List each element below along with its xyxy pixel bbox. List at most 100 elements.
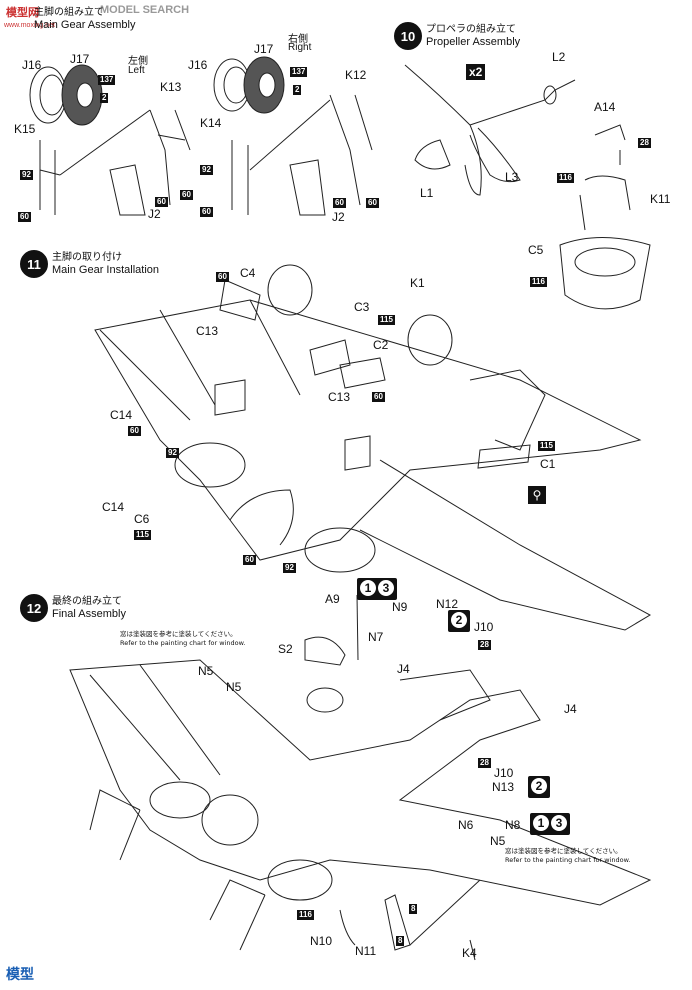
step10-header: 10 プロペラの組み立て Propeller Assembly xyxy=(394,22,520,50)
part-k4: K4 xyxy=(462,946,477,960)
part-j17-right: J17 xyxy=(254,42,274,56)
callout-1-b: 1 xyxy=(533,815,549,831)
color-60-nose: 60 xyxy=(243,555,256,565)
callout-2-right: 2 xyxy=(293,85,302,95)
part-k14: K14 xyxy=(200,116,222,130)
color-28-j10-bottom: 28 xyxy=(478,758,491,768)
color-28-a14: 28 xyxy=(638,138,651,148)
step9-title-jp: 主脚の組み立て xyxy=(34,7,104,18)
part-n6: N6 xyxy=(458,818,474,832)
callout-2-left: 2 xyxy=(100,93,109,103)
part-j4-b: J4 xyxy=(564,702,577,716)
part-c2: C2 xyxy=(373,338,389,352)
color-92-engine: 92 xyxy=(283,563,296,573)
color-28-j10-top: 28 xyxy=(478,640,491,650)
part-l1: L1 xyxy=(420,186,434,200)
part-j2-right: J2 xyxy=(332,210,345,224)
color-115-c1: 115 xyxy=(538,441,555,451)
watermark-corner: 模型 xyxy=(6,966,34,982)
part-c5: C5 xyxy=(528,243,544,257)
step12-header: 12 最終の組み立て Final Assembly xyxy=(20,594,126,622)
color-60-left-a: 60 xyxy=(18,212,31,222)
callout-3: 3 xyxy=(378,580,394,596)
part-j16-left: J16 xyxy=(22,58,42,72)
part-n10: N10 xyxy=(310,934,333,948)
callout-1-3-bottom: 1 3 xyxy=(530,813,570,835)
color-137-right: 137 xyxy=(290,67,308,77)
color-60-right-b: 60 xyxy=(366,198,379,208)
step11-title-en: Main Gear Installation xyxy=(52,264,159,276)
color-116-c5: 116 xyxy=(530,277,547,287)
part-n9: N9 xyxy=(392,600,408,614)
multiplier-badge: x2 xyxy=(466,64,486,80)
color-8-k4: 8 xyxy=(396,936,405,946)
part-n5-a: N5 xyxy=(198,664,214,678)
step10-number: 10 xyxy=(394,22,422,50)
color-92-right: 92 xyxy=(200,165,213,175)
part-n12: N12 xyxy=(436,597,459,611)
step9-title-en: Main Gear Assembly xyxy=(34,19,136,31)
color-8-a: 8 xyxy=(409,904,418,914)
part-k12: K12 xyxy=(345,68,367,82)
step11-number: 11 xyxy=(20,250,48,278)
window-note-top-jp: 窓は塗装図を参考に塗装してください。 xyxy=(120,630,237,638)
part-c3: C3 xyxy=(354,300,370,314)
callout-1: 1 xyxy=(360,580,376,596)
color-60-right-c: 60 xyxy=(333,198,346,208)
part-k1: K1 xyxy=(410,276,425,290)
wheel-left-art xyxy=(29,64,103,126)
step10-title-jp: プロペラの組み立て xyxy=(426,24,516,35)
part-c13-b: C13 xyxy=(328,390,351,404)
part-j10-top: J10 xyxy=(474,620,494,634)
part-j17-left: J17 xyxy=(70,52,90,66)
part-n5-b: N5 xyxy=(226,680,242,694)
part-k11: K11 xyxy=(650,192,671,206)
color-60-c4: 60 xyxy=(216,272,229,282)
part-a9: A9 xyxy=(325,592,340,606)
right-label-jp: 右側 xyxy=(288,34,308,45)
part-n13: N13 xyxy=(492,780,515,794)
window-note-bottom-en: Refer to the painting chart for window. xyxy=(505,856,631,864)
callout-1-3-top: 1 3 xyxy=(357,578,397,600)
step12-title-en: Final Assembly xyxy=(52,608,126,620)
drill-icon: ⚲ xyxy=(528,486,546,504)
step11-header: 11 主脚の取り付け Main Gear Installation xyxy=(20,250,159,278)
window-note-top-en: Refer to the painting chart for window. xyxy=(120,639,246,647)
part-c13-a: C13 xyxy=(196,324,219,338)
step12-title-jp: 最終の組み立て xyxy=(52,596,122,607)
part-j4-a: J4 xyxy=(397,662,410,676)
color-92-left: 92 xyxy=(20,170,33,180)
callout-2-n12: 2 xyxy=(448,610,470,632)
part-s2: S2 xyxy=(278,642,293,656)
watermark-url: www.moxing.net xyxy=(4,22,55,29)
color-116-n10: 116 xyxy=(297,910,314,920)
part-j16-right: J16 xyxy=(188,58,208,72)
left-label-en: Left xyxy=(128,65,145,76)
color-60-c2: 60 xyxy=(372,392,385,402)
color-92-c14: 92 xyxy=(166,448,179,458)
step12-number: 12 xyxy=(20,594,48,622)
color-60-left-c: 60 xyxy=(155,197,168,207)
color-115-k1: 115 xyxy=(378,315,395,325)
step9-header: 主脚の組み立て Main Gear Assembly xyxy=(30,6,135,32)
step10-title-en: Propeller Assembly xyxy=(426,36,521,48)
part-n7: N7 xyxy=(368,630,384,644)
right-label-en: Right xyxy=(288,42,312,53)
callout-2-b: 2 xyxy=(531,778,547,794)
wheel-right-art xyxy=(213,56,285,114)
step11-title-jp: 主脚の取り付け xyxy=(52,252,122,263)
part-k13: K13 xyxy=(160,80,182,94)
part-n8: N8 xyxy=(505,818,521,832)
color-60-right-a: 60 xyxy=(200,207,213,217)
part-l3: L3 xyxy=(505,170,519,184)
part-c4: C4 xyxy=(240,266,256,280)
part-k15: K15 xyxy=(14,122,36,136)
part-j10-bottom: J10 xyxy=(494,766,514,780)
part-c14-b: C14 xyxy=(102,500,125,514)
color-137-left: 137 xyxy=(98,75,116,85)
part-c6: C6 xyxy=(134,512,150,526)
part-c14-a: C14 xyxy=(110,408,133,422)
color-60-left-b: 60 xyxy=(180,190,193,200)
callout-2-n13: 2 xyxy=(528,776,550,798)
